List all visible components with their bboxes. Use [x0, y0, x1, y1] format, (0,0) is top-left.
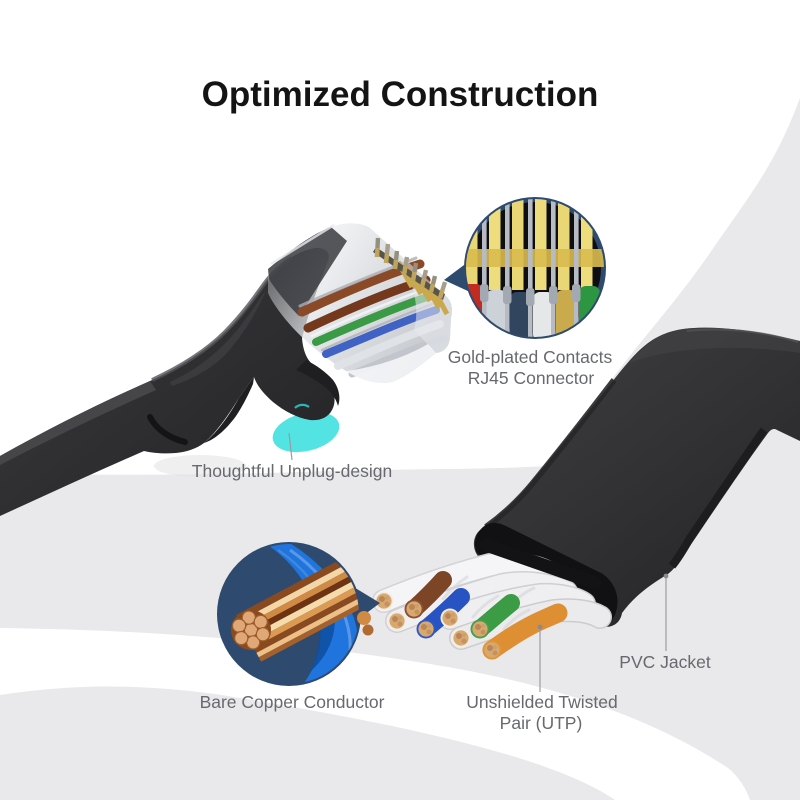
svg-text:Pair (UTP): Pair (UTP) [500, 713, 583, 733]
svg-text:RJ45 Connector: RJ45 Connector [468, 368, 595, 388]
svg-text:Gold-plated Contacts: Gold-plated Contacts [448, 347, 613, 367]
svg-text:Bare Copper Conductor: Bare Copper Conductor [200, 692, 385, 712]
svg-text:PVC Jacket: PVC Jacket [619, 652, 711, 672]
svg-text:Unshielded Twisted: Unshielded Twisted [466, 692, 617, 712]
svg-text:Optimized Construction: Optimized Construction [202, 75, 599, 114]
svg-text:Thoughtful Unplug-design: Thoughtful Unplug-design [192, 461, 392, 481]
